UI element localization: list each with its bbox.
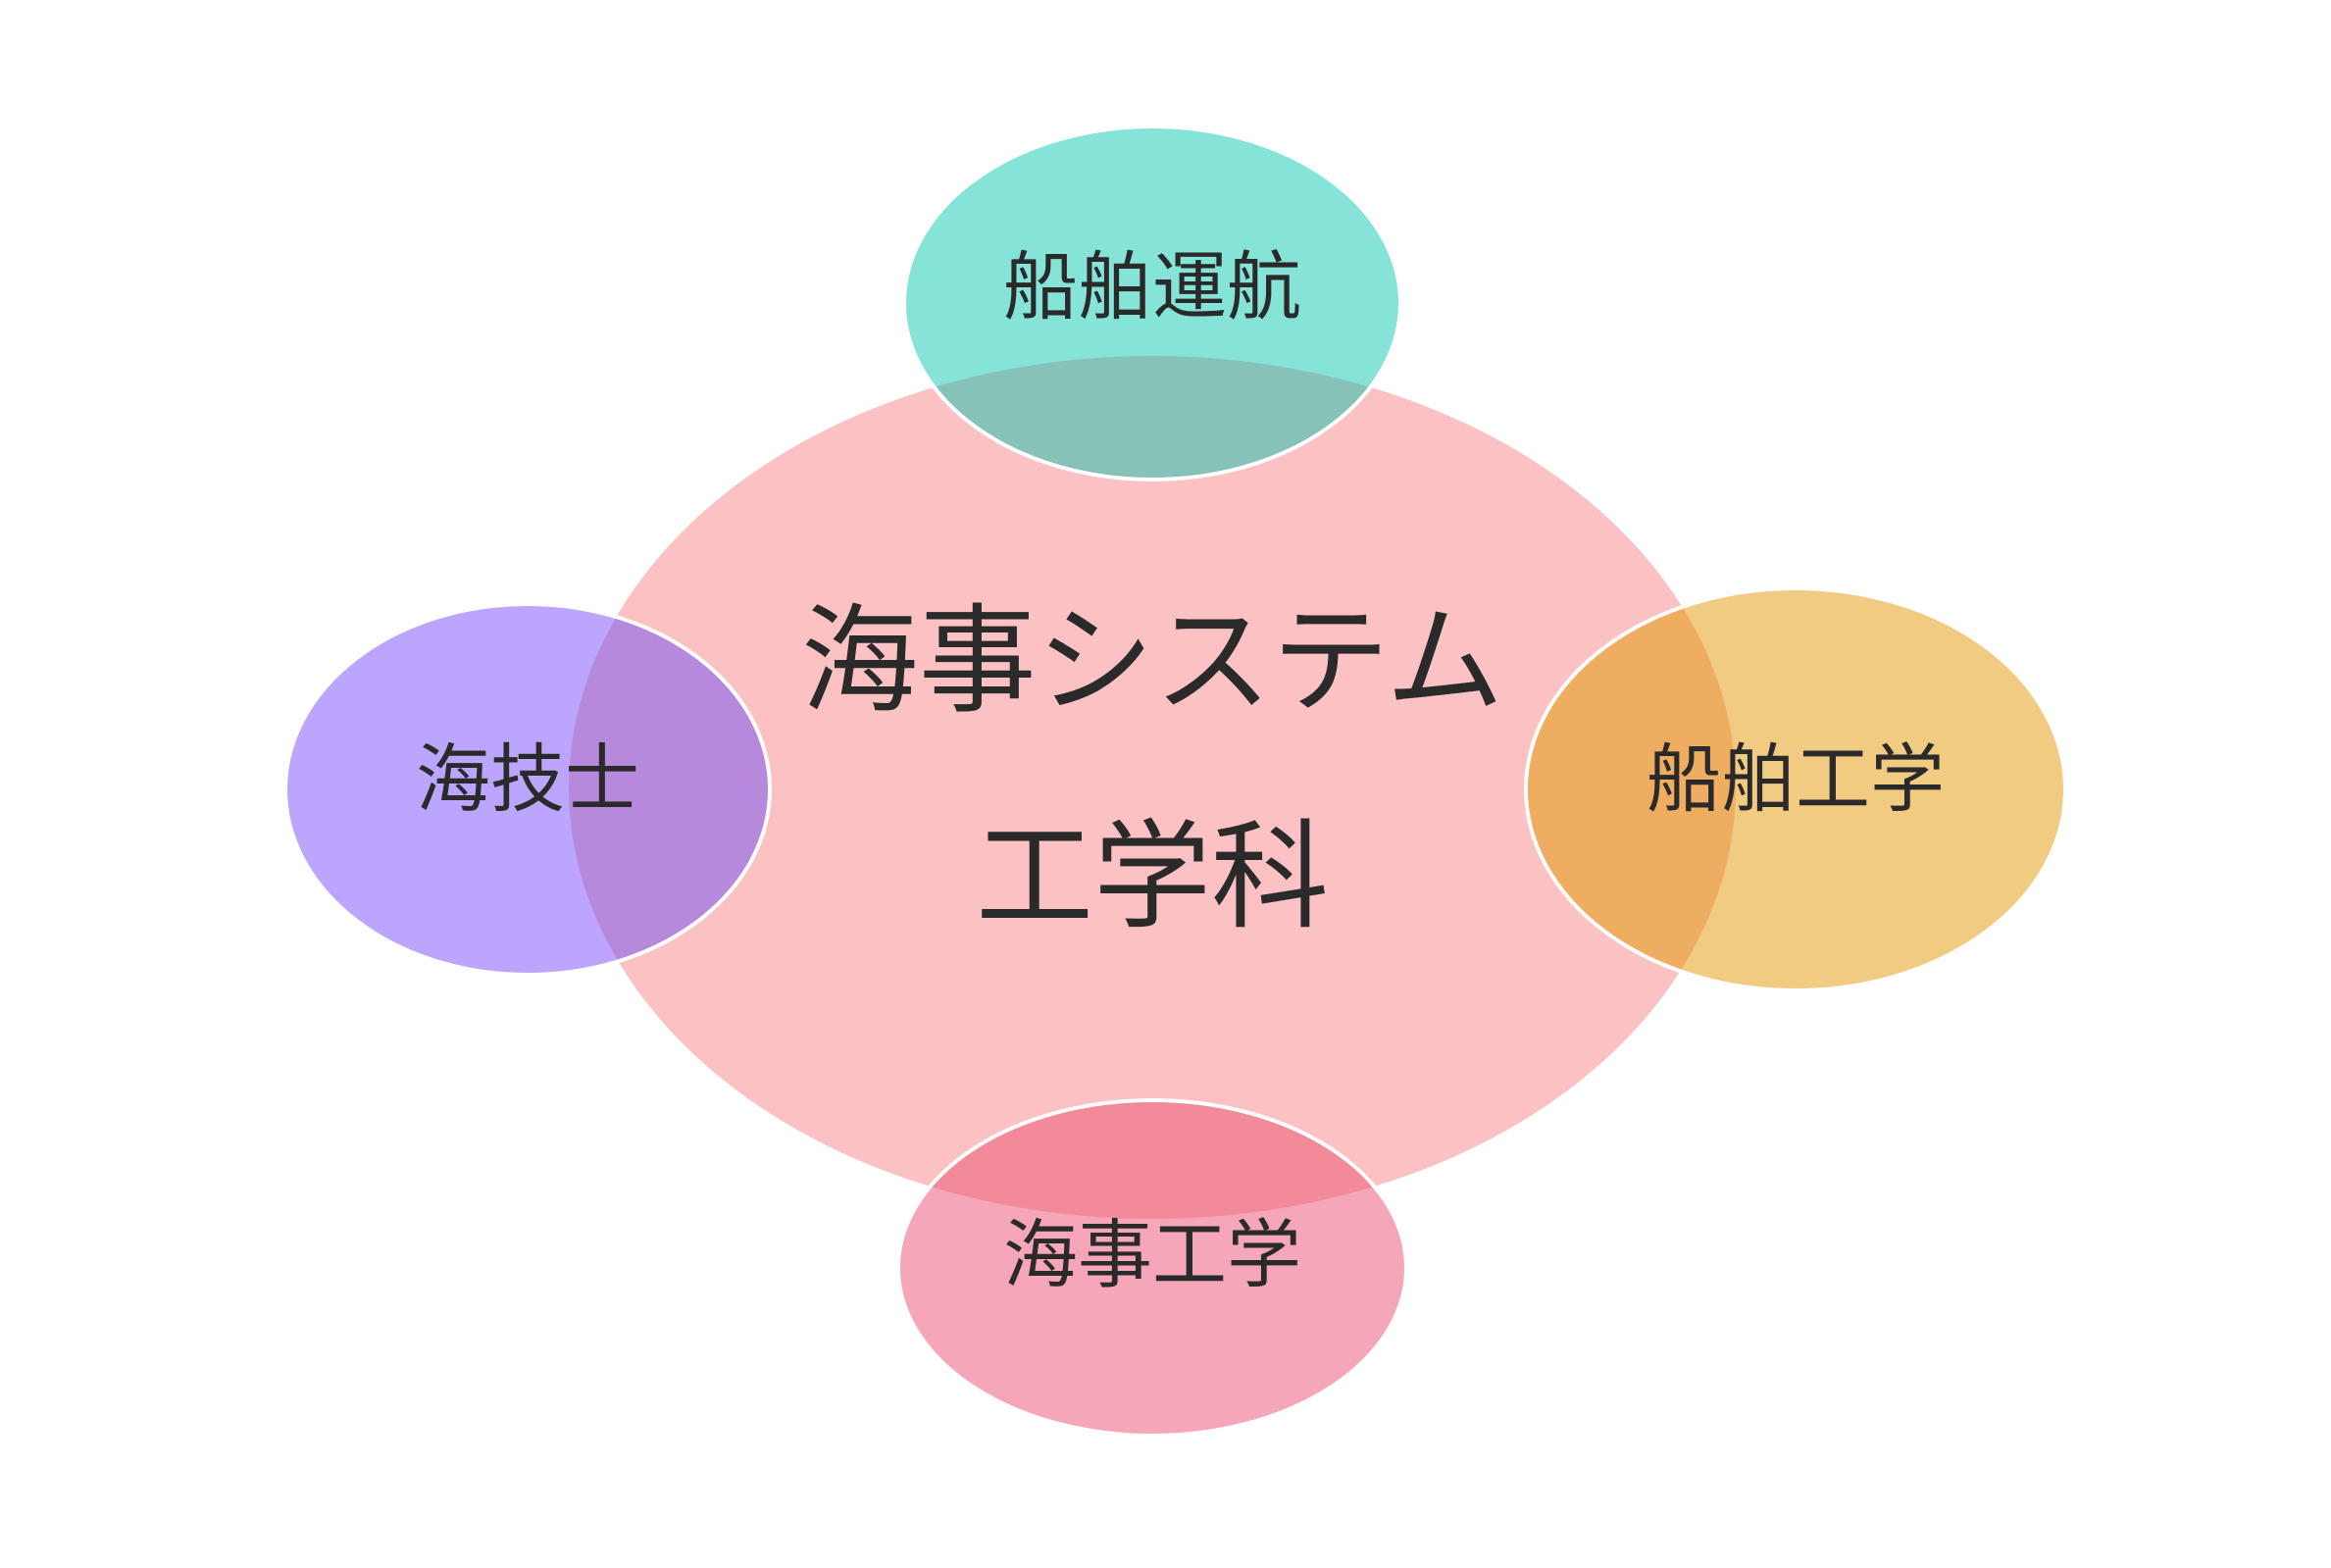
label-top: 船舶運航 bbox=[1003, 243, 1301, 330]
label-right: 船舶工学 bbox=[1647, 735, 1945, 823]
center-title-line2: 工学科 bbox=[976, 810, 1329, 946]
center-ellipse bbox=[569, 356, 1736, 1219]
overlap-bottom bbox=[900, 1102, 1404, 1219]
label-left: 海技士 bbox=[416, 735, 639, 823]
label-bottom: 海事工学 bbox=[1003, 1211, 1301, 1298]
overlap-top bbox=[906, 356, 1398, 478]
overlap-right bbox=[1528, 590, 1736, 988]
satellite-top bbox=[902, 125, 1402, 481]
satellite-right bbox=[1524, 586, 2067, 992]
overlap-left bbox=[569, 606, 768, 973]
center-title-line1: 海事システム bbox=[801, 594, 1503, 731]
satellite-left bbox=[283, 602, 772, 977]
satellite-bottom bbox=[896, 1098, 1408, 1438]
